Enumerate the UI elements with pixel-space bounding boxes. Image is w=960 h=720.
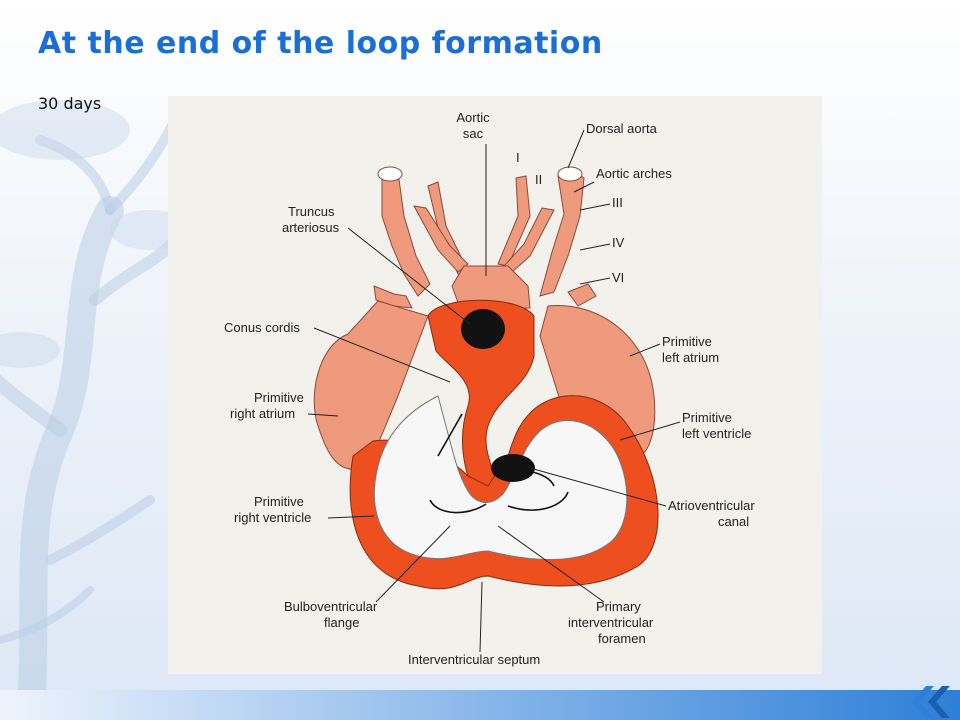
label-dorsal-aorta: Dorsal aorta bbox=[586, 121, 658, 136]
label-right-atrium-2: right atrium bbox=[230, 406, 295, 421]
label-truncus-2: arteriosus bbox=[282, 220, 340, 235]
leader-lines bbox=[307, 129, 681, 653]
label-arch-i: I bbox=[516, 150, 520, 165]
label-arch-iii: III bbox=[612, 195, 623, 210]
label-right-ventricle-2: right ventricle bbox=[234, 510, 311, 525]
label-iv-septum: Interventricular septum bbox=[408, 652, 540, 667]
label-aortic-sac: Aortic bbox=[456, 110, 490, 125]
label-arch-ii: II bbox=[535, 172, 542, 187]
label-left-ventricle: Primitive bbox=[682, 410, 732, 425]
slide-subtitle: 30 days bbox=[38, 94, 102, 113]
footer-bar bbox=[0, 690, 960, 720]
label-av-canal-2: canal bbox=[718, 514, 749, 529]
label-primary-iv-2: interventricular bbox=[568, 615, 654, 630]
label-arch-iv: IV bbox=[612, 235, 625, 250]
label-bulboventricular: Bulboventricular bbox=[284, 599, 378, 614]
aortic-arches-graphic bbox=[373, 166, 597, 309]
slide-title: At the end of the loop formation bbox=[38, 26, 603, 61]
label-left-ventricle-2: left ventricle bbox=[682, 426, 751, 441]
label-arch-vi: VI bbox=[612, 270, 624, 285]
label-bulboventricular-2: flange bbox=[324, 615, 359, 630]
label-conus: Conus cordis bbox=[224, 320, 300, 335]
label-truncus: Truncus bbox=[288, 204, 335, 219]
label-right-atrium: Primitive bbox=[254, 390, 304, 405]
label-primary-iv: Primary bbox=[596, 599, 641, 614]
label-left-atrium: Primitive bbox=[662, 334, 712, 349]
chevron-left-icon bbox=[912, 686, 950, 718]
label-aortic-sac-2: sac bbox=[463, 126, 484, 141]
label-av-canal: Atrioventricular bbox=[668, 498, 755, 513]
label-primary-iv-3: foramen bbox=[598, 631, 646, 646]
ventricle-lumen-graphic bbox=[373, 395, 628, 560]
label-right-ventricle: Primitive bbox=[254, 494, 304, 509]
heart-illustration: Aortic sac Dorsal aorta Aortic arches I … bbox=[224, 110, 755, 667]
label-aortic-arches: Aortic arches bbox=[596, 166, 672, 181]
label-left-atrium-2: left atrium bbox=[662, 350, 719, 365]
heart-loop-diagram: Aortic sac Dorsal aorta Aortic arches I … bbox=[168, 96, 822, 674]
